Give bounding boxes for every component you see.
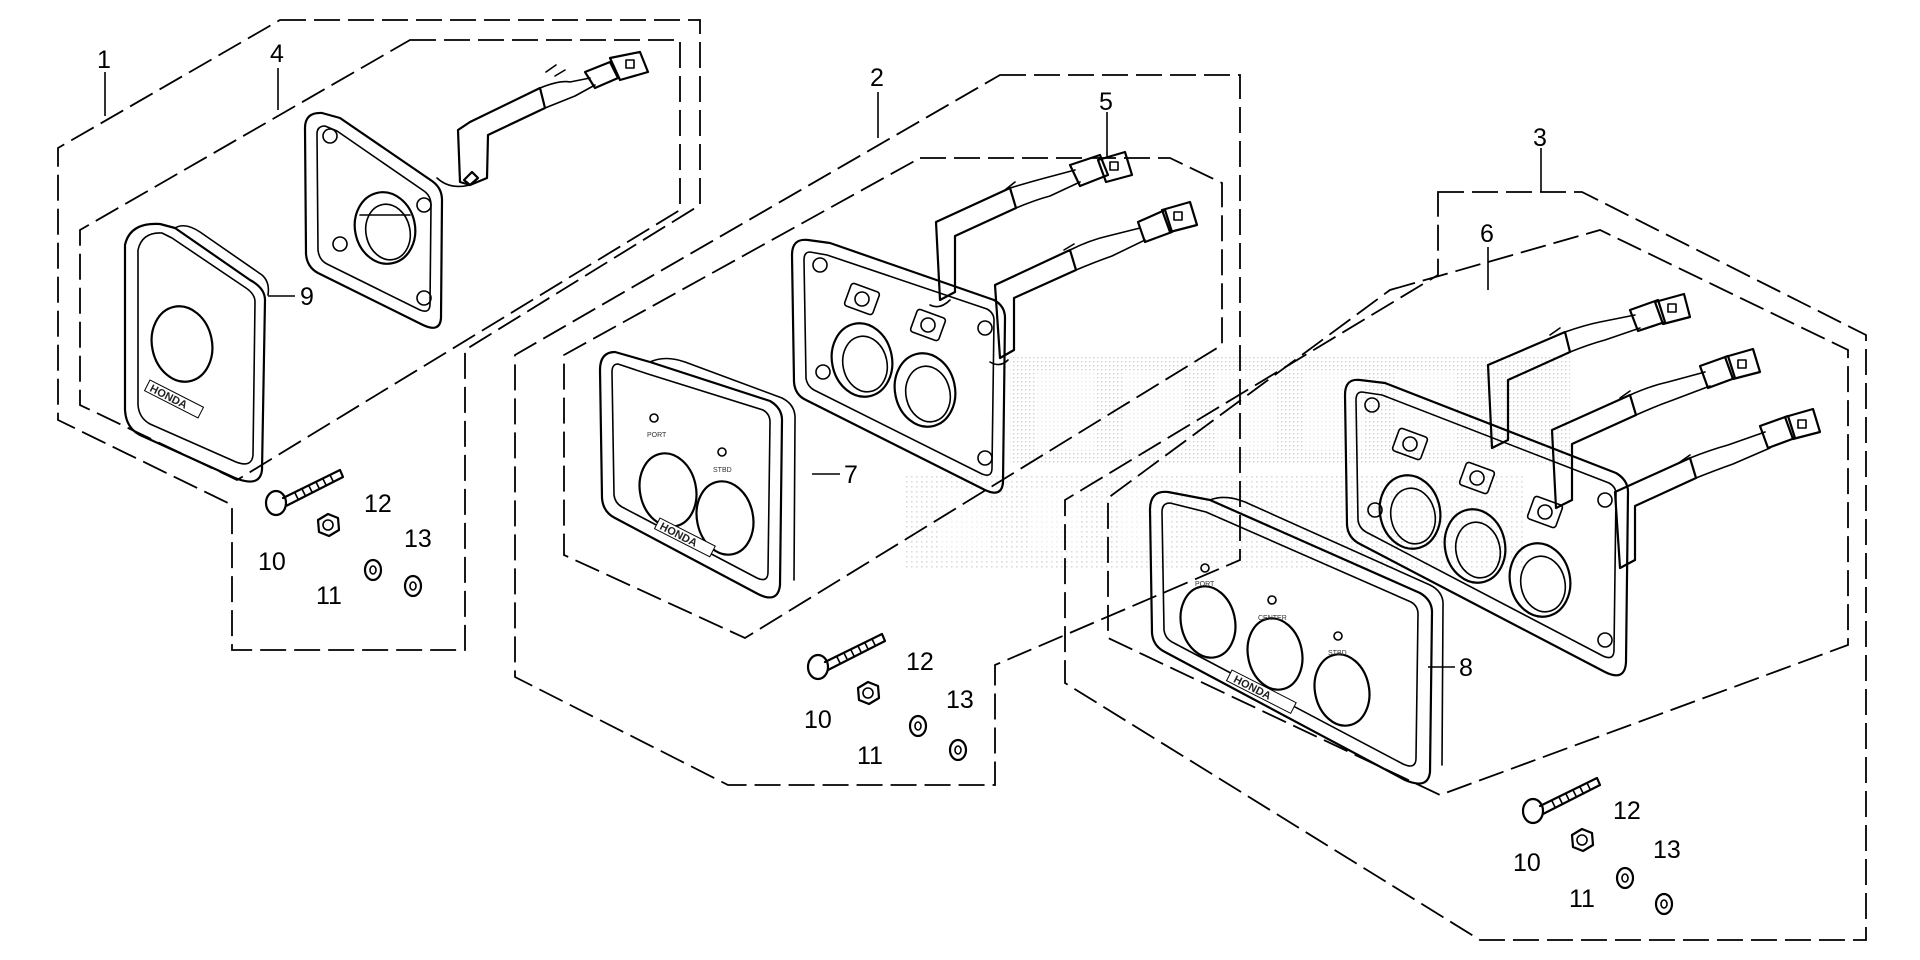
cover-double-port-label: PORT xyxy=(647,432,667,439)
assembly-2-border xyxy=(514,74,1241,786)
callout-13: 13 xyxy=(946,686,974,714)
callout-10: 10 xyxy=(1513,849,1541,877)
callout-3: 3 xyxy=(1533,124,1547,152)
cover-triple-center-label: CENTER xyxy=(1258,615,1287,622)
washer-13 xyxy=(403,574,423,598)
cover-double-stbd-label: STBD xyxy=(713,467,732,474)
hardware-set-1 xyxy=(264,468,423,598)
nut-11 xyxy=(1570,827,1595,853)
washer-13 xyxy=(948,738,968,762)
callout-1: 1 xyxy=(97,46,111,74)
callout-7: 7 xyxy=(844,461,858,489)
assembly-3-border xyxy=(1064,191,1867,941)
assembly-6-border xyxy=(1107,229,1849,796)
callout-2: 2 xyxy=(870,64,884,92)
assembly-4-border xyxy=(79,39,681,482)
screw-10 xyxy=(1521,776,1602,825)
callout-11: 11 xyxy=(316,582,342,610)
cover-triple-stbd-label: STBD xyxy=(1328,650,1347,657)
callout-10: 10 xyxy=(804,706,832,734)
callout-10: 10 xyxy=(258,548,286,576)
hardware-set-2 xyxy=(806,632,968,762)
nut-11 xyxy=(316,512,341,538)
hardware-set-3 xyxy=(1521,776,1674,916)
callout-9: 9 xyxy=(300,283,314,311)
cover-triple: PORT CENTER STBD HONDA xyxy=(1148,490,1444,785)
callout-13: 13 xyxy=(1653,836,1681,864)
cover-single: HONDA xyxy=(123,222,270,483)
washer-13 xyxy=(1654,892,1674,916)
washer-12 xyxy=(908,714,928,738)
washer-12 xyxy=(1615,866,1635,890)
cover-double: PORT STBD HONDA xyxy=(598,350,796,599)
nut-11 xyxy=(856,680,881,706)
callout-12: 12 xyxy=(906,648,934,676)
callout-13: 13 xyxy=(404,525,432,553)
callout-4: 4 xyxy=(270,40,284,68)
screw-10 xyxy=(264,468,345,517)
socket-double xyxy=(790,150,1199,494)
assembly-1-border xyxy=(57,19,701,651)
callout-6: 6 xyxy=(1480,220,1494,248)
callout-11: 11 xyxy=(1569,885,1595,913)
assembly-borders xyxy=(57,19,1867,941)
washer-12 xyxy=(363,558,383,582)
screw-10 xyxy=(806,632,887,681)
callout-8: 8 xyxy=(1459,654,1473,682)
cover-single-emblem: HONDA xyxy=(148,383,189,412)
cover-triple-port-label: PORT xyxy=(1195,581,1215,588)
leader-lines xyxy=(104,68,1542,668)
callout-12: 12 xyxy=(364,490,392,518)
callout-12: 12 xyxy=(1613,797,1641,825)
callout-5: 5 xyxy=(1099,88,1113,116)
callout-11: 11 xyxy=(857,742,883,770)
socket-triple xyxy=(1343,292,1822,677)
callout-labels: 1 4 2 5 3 6 9 7 8 10 11 12 13 10 11 12 1… xyxy=(97,40,1681,913)
socket-single xyxy=(303,50,650,329)
assembly-5-border xyxy=(563,157,1223,640)
